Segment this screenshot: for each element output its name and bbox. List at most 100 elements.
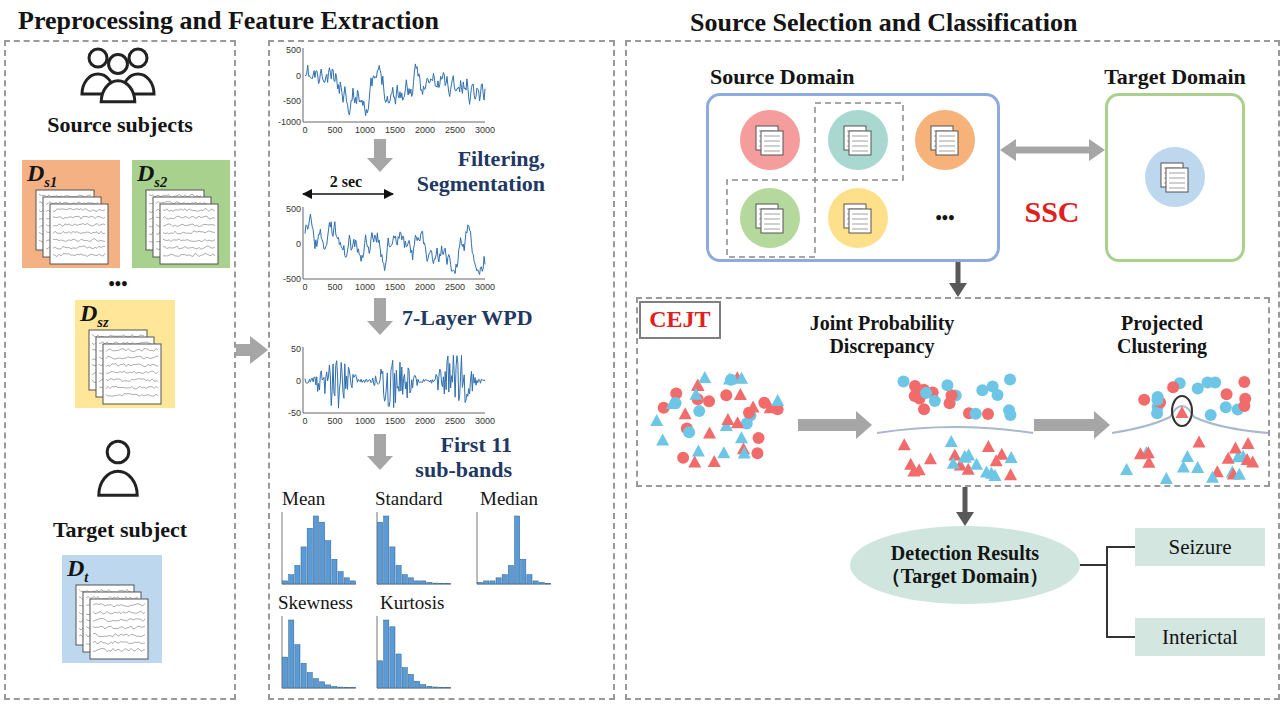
process-arrow [367,298,393,335]
histogram-title: Kurtosis [380,592,444,614]
node-text: Projected Clustering [1101,312,1223,358]
tick-label: 50 [291,344,301,354]
connector [956,262,961,283]
tick-label: 0 [296,239,301,249]
ellipsis: ••• [936,208,955,229]
process-arrow [1034,411,1110,439]
tick-label: 2000 [415,416,435,426]
histogram [377,512,451,584]
tick-label: 500 [327,125,342,135]
subject-circle [828,188,888,248]
class-box: Interictal [1135,618,1265,656]
node-text: CEJT [649,306,710,334]
histogram-title: Standard [375,488,443,510]
histogram [477,512,551,584]
node-text: Ds2 [137,160,167,190]
scatter-plot [877,374,1033,481]
tick-label: 0 [302,125,307,135]
tick-label: -500 [283,96,301,106]
tick-label: 2000 [415,282,435,292]
source-domain-box: Source Domain [706,93,1000,262]
node-text: Dsz [80,300,109,330]
node-text: 7-Layer WPD [402,305,533,330]
dataset-box: Dsz [75,300,175,408]
tick-label: 1000 [355,282,375,292]
tick-label: 3000 [475,282,495,292]
tick-label: 0 [296,71,301,81]
person-icon [99,441,137,495]
class-box: Seizure [1135,528,1265,566]
scatter-plot [1112,376,1268,484]
histogram-title: Skewness [278,592,353,614]
subject-circle [740,110,800,170]
node-text: Source Selection and Classification [690,8,1077,38]
histogram [377,616,451,688]
tick-label: 3000 [475,416,495,426]
node-text: Source subjects [47,112,193,137]
tick-label: 0 [302,416,307,426]
result-ellipse: Detection Results （Target Domain） [850,526,1080,604]
process-arrow [367,434,393,470]
tick-label: 1500 [385,282,405,292]
cejt-panel: Joint Probability DiscrepancyProjected C… [636,297,1270,487]
ellipsis: ••• [109,274,128,295]
node-text: Dt [67,555,88,585]
waveform-plot [303,347,485,413]
node-text: Interictal [1162,625,1238,649]
histogram-title: Median [480,488,538,510]
connector [1016,147,1089,154]
span-arrow [303,193,393,195]
tick-label: 2500 [445,282,465,292]
person-icon [101,55,135,102]
process-arrow [798,411,872,439]
waveform-plot [303,207,485,279]
histogram [282,616,356,688]
histogram-title: Mean [282,488,325,510]
tick-label: 1500 [385,416,405,426]
tick-label: 500 [327,416,342,426]
process-arrow [367,139,393,172]
dataset-box: Ds1 [22,160,120,268]
classification-panel: Source Selection and ClassificationSourc… [625,40,1280,700]
node-text: Filtering, Segmentation [400,146,545,197]
tick-label: 500 [327,282,342,292]
tick-label: 2500 [445,416,465,426]
node-text: Ds1 [27,160,57,190]
tick-label: 1500 [385,125,405,135]
section-heading: Preprocessing and Feature Extraction [18,6,439,36]
tick-label: -50 [288,408,301,418]
tick-label: 0 [302,282,307,292]
tick-label: 500 [286,204,301,214]
group-outline [727,103,903,257]
tick-label: 2500 [445,125,465,135]
tick-label: 1000 [355,125,375,135]
subject-circle [1145,147,1205,207]
tick-label: -500 [283,274,301,284]
node-text: Target subject [53,517,187,542]
dataset-box: Ds2 [132,160,230,268]
tick-label: -1000 [278,117,301,127]
connector [1080,547,1135,565]
edge-label: SSC [1021,195,1082,230]
duration-label: 2 sec [330,173,362,191]
connector [236,344,250,356]
node-text: Target Domain [1104,64,1246,89]
subject-circle [828,110,888,170]
method-box: CEJT [639,301,720,339]
histogram [282,512,356,584]
tick-label: 2000 [415,125,435,135]
connector [1080,565,1135,637]
target-domain-box: Target Domain [1105,93,1245,262]
dataset-box: Dt [62,555,162,663]
tick-label: 1000 [355,416,375,426]
node-text: First 11 sub-bands [400,432,512,483]
subject-circle [740,188,800,248]
node-text: Seizure [1169,535,1232,559]
tick-label: 500 [286,45,301,55]
node-text: Source Domain [710,64,854,89]
